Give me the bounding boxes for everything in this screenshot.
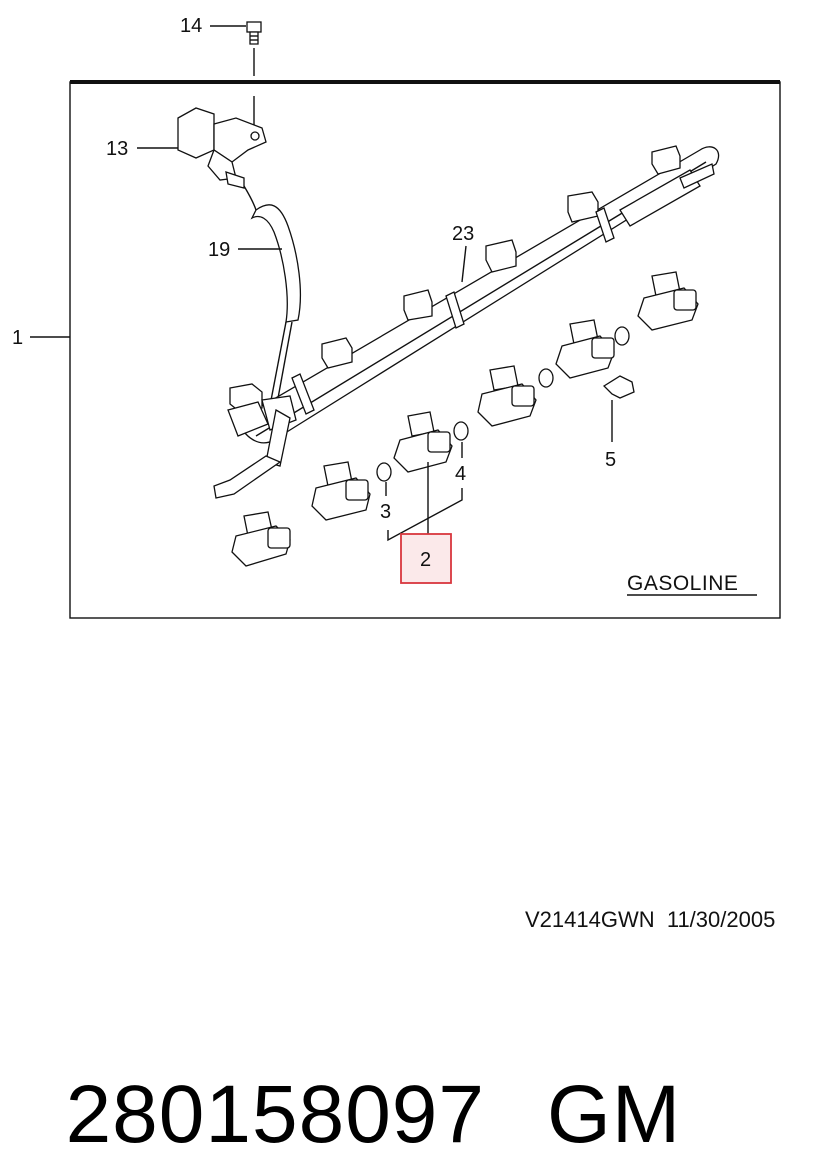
callout-19[interactable]: 19 [208, 239, 230, 261]
o-ring-rear-mid[interactable] [538, 368, 554, 388]
callout-2[interactable]: 2 [420, 549, 431, 571]
fuel-injector-part-2[interactable] [393, 411, 453, 473]
diagram-reference-code: V21414GWN 11/30/2005 [525, 907, 776, 932]
fuel-rail-part-23[interactable] [213, 145, 720, 499]
callout-3[interactable]: 3 [380, 501, 391, 523]
retaining-clip-part-5[interactable] [602, 375, 635, 399]
callout-5[interactable]: 5 [605, 449, 616, 471]
pressure-regulator-part-13[interactable] [177, 107, 267, 189]
callout-14[interactable]: 14 [180, 15, 202, 37]
callout-4[interactable]: 4 [455, 463, 466, 485]
bolt-part-14[interactable] [246, 21, 262, 45]
callout-2-highlight[interactable] [400, 533, 452, 584]
fuel-injector-rear-mid[interactable] [477, 365, 537, 427]
hose-part-19-tail [243, 185, 257, 211]
fuel-type-label: GASOLINE [627, 572, 738, 595]
bracket-3-4 [387, 488, 463, 542]
callout-23[interactable]: 23 [452, 223, 474, 245]
hose-part-19[interactable] [250, 204, 302, 323]
fuel-injector-front-mid[interactable] [311, 461, 371, 521]
o-ring-part-3[interactable] [376, 462, 392, 482]
callout-13[interactable]: 13 [106, 138, 128, 160]
fuel-injector-far-rear[interactable] [637, 271, 699, 331]
o-ring-part-4[interactable] [453, 421, 469, 441]
fuel-injector-rear[interactable] [555, 319, 615, 379]
o-ring-rear[interactable] [614, 326, 630, 346]
part-number: 280158097 [65, 1069, 486, 1160]
fuel-injector-front-left[interactable] [231, 511, 291, 567]
parts-diagram: 1 14 13 19 [12, 15, 781, 619]
leader-23 [461, 245, 467, 283]
brand-name: GM [547, 1069, 682, 1160]
callout-1[interactable]: 1 [12, 327, 23, 349]
